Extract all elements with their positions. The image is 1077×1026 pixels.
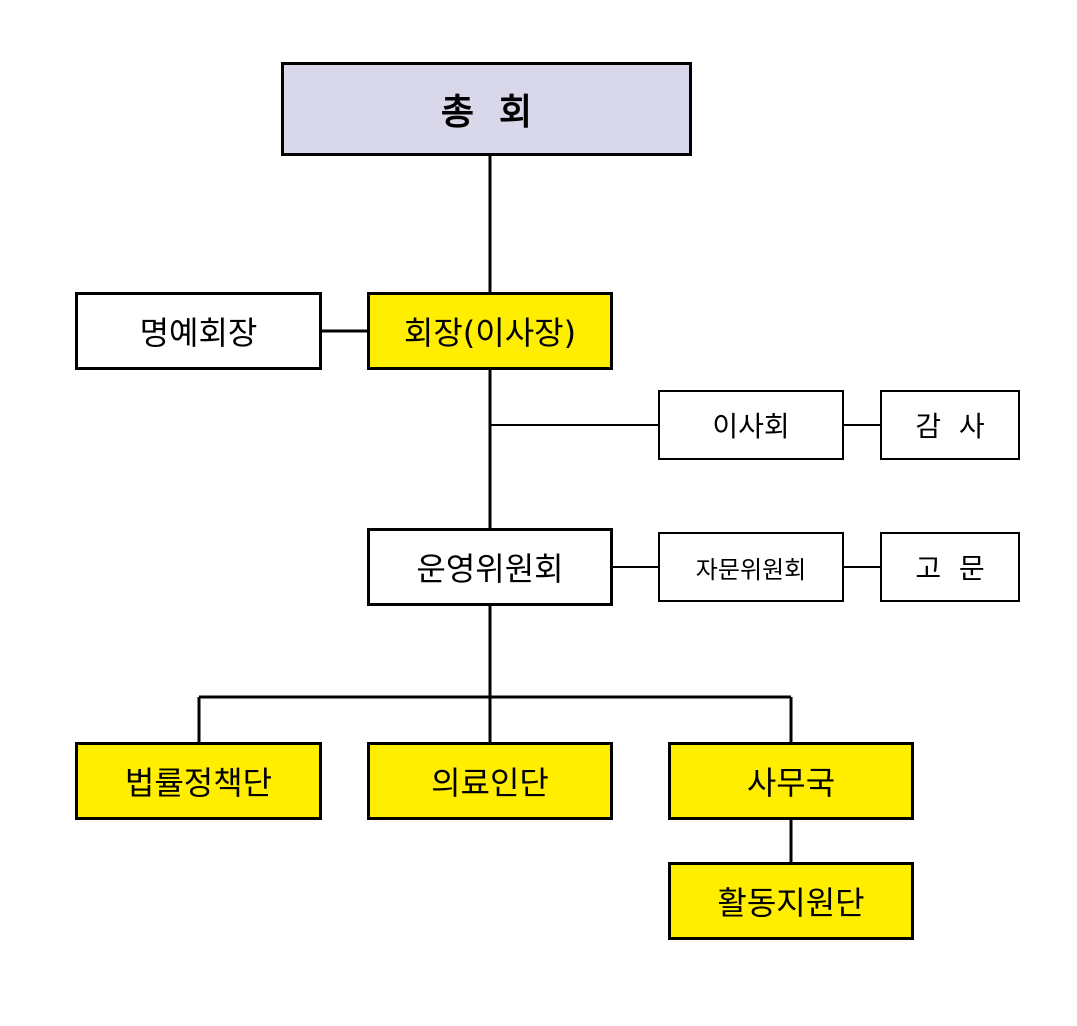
general-assembly-label: 총 회 bbox=[440, 92, 533, 133]
honorary-chair-label: 명예회장 bbox=[139, 314, 258, 352]
legal-policy-team-box: 법률정책단 bbox=[75, 742, 322, 820]
secretariat-box: 사무국 bbox=[668, 742, 914, 820]
auditor-box: 감 사 bbox=[880, 390, 1020, 460]
legal-policy-team-label: 법률정책단 bbox=[124, 764, 273, 802]
medical-team-label: 의료인단 bbox=[431, 764, 549, 802]
medical-team-box: 의료인단 bbox=[367, 742, 613, 820]
general-assembly-box: 총 회 bbox=[281, 62, 692, 156]
adviser-box: 고 문 bbox=[880, 532, 1020, 602]
honorary-chair-box: 명예회장 bbox=[75, 292, 322, 370]
operating-committee-box: 운영위원회 bbox=[367, 528, 613, 606]
operating-committee-label: 운영위원회 bbox=[416, 550, 564, 588]
chairman-label: 회장(이사장) bbox=[403, 314, 577, 352]
activity-support-team-box: 활동지원단 bbox=[668, 862, 914, 940]
chairman-box: 회장(이사장) bbox=[367, 292, 613, 370]
board-label: 이사회 bbox=[712, 410, 790, 443]
adviser-label: 고 문 bbox=[915, 552, 985, 585]
secretariat-label: 사무국 bbox=[746, 764, 836, 802]
advisory-committee-label: 자문위원회 bbox=[695, 555, 807, 584]
auditor-label: 감 사 bbox=[915, 410, 985, 443]
board-box: 이사회 bbox=[658, 390, 844, 460]
advisory-committee-box: 자문위원회 bbox=[658, 532, 844, 602]
activity-support-team-label: 활동지원단 bbox=[717, 884, 865, 922]
